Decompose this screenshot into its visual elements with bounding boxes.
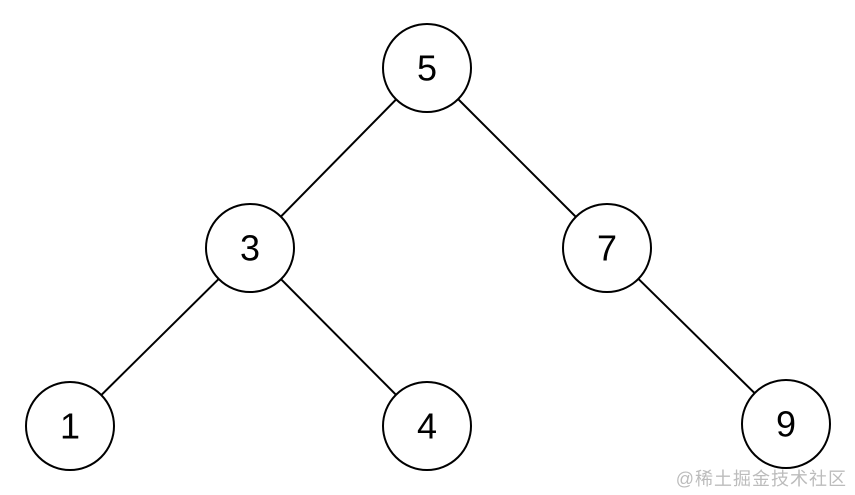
tree-node-circle — [562, 203, 652, 293]
tree-node-1: 1 — [25, 381, 115, 471]
tree-node-3: 3 — [205, 203, 295, 293]
tree-node-circle — [741, 379, 831, 469]
tree-node-circle — [205, 203, 295, 293]
tree-node-7: 7 — [562, 203, 652, 293]
tree-node-circle — [25, 381, 115, 471]
tree-node-value: 1 — [60, 406, 80, 447]
tree-node-value: 5 — [417, 48, 437, 89]
watermark: @稀土掘金技术社区 — [675, 469, 847, 489]
tree-node-5: 5 — [382, 23, 472, 113]
tree-node-circle — [382, 381, 472, 471]
tree-node-9: 9 — [741, 379, 831, 469]
tree-node-value: 7 — [597, 228, 617, 269]
tree-node-circle — [382, 23, 472, 113]
tree-node-value: 4 — [417, 406, 437, 447]
tree-node-value: 3 — [240, 228, 260, 269]
tree-node-value: 9 — [776, 404, 796, 445]
tree-node-4: 4 — [382, 381, 472, 471]
